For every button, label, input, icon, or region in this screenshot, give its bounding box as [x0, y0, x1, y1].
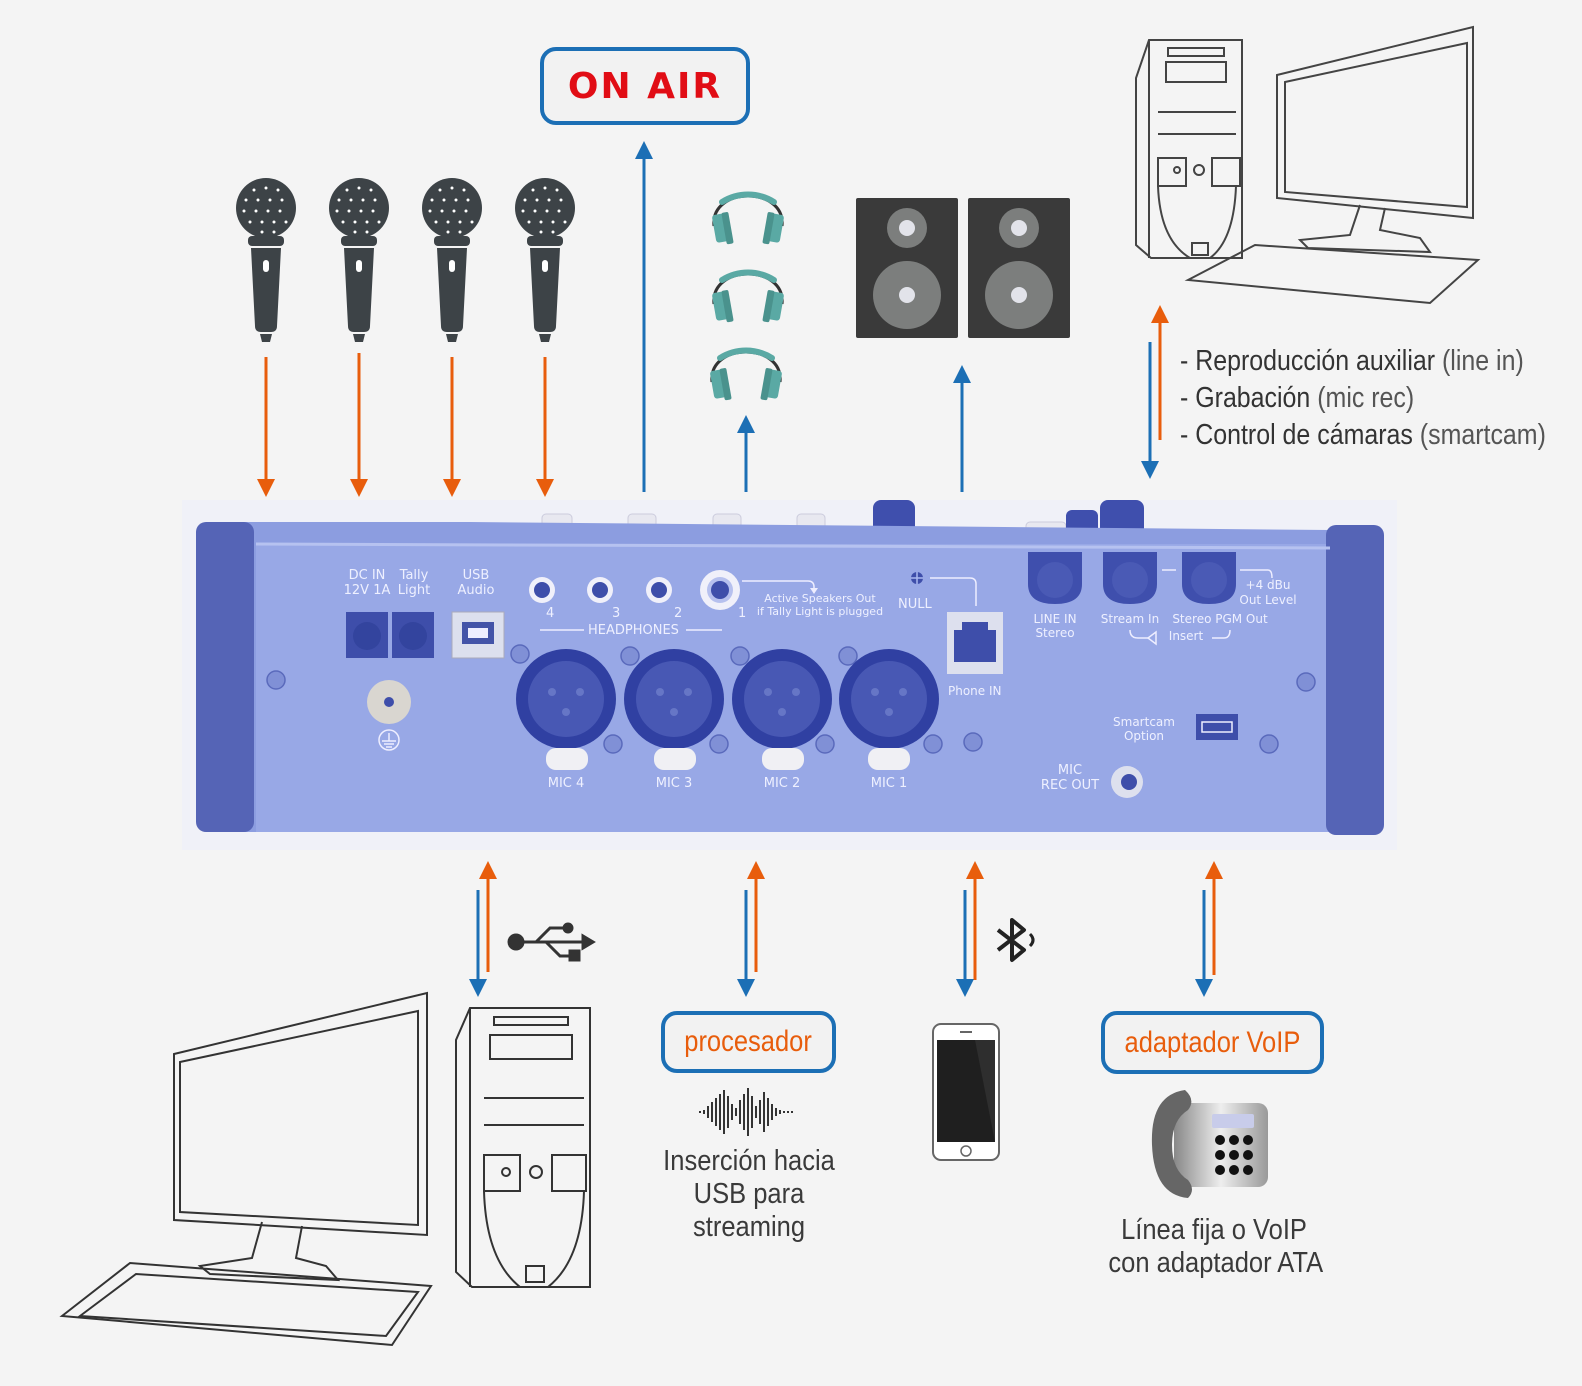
- stream-in-label: Stream In: [1100, 612, 1160, 626]
- desktop-computer-icon: [1135, 25, 1481, 305]
- phone-in-label: Phone IN: [948, 684, 1002, 698]
- hp-3-label: 3: [612, 606, 621, 621]
- waveform-icon: [699, 1088, 793, 1136]
- null-label: NULL: [898, 597, 932, 612]
- headphone-jacks[interactable]: [529, 570, 740, 610]
- mic-1-label: MIC 1: [870, 776, 908, 791]
- smartcam-port[interactable]: [1196, 714, 1238, 740]
- hp-2-label: 2: [674, 606, 683, 621]
- trs-jacks[interactable]: [1028, 552, 1236, 604]
- right-endcap: [1326, 525, 1384, 835]
- insert-label: Insert: [1168, 629, 1204, 643]
- xlr-latches[interactable]: [546, 748, 910, 770]
- computer-functions-list: - Reproducción auxiliar (line in) - Grab…: [1180, 343, 1546, 454]
- ground-icon: [378, 729, 400, 751]
- list-item: - Grabación (mic rec): [1180, 382, 1415, 414]
- onair-label: ON AIR: [567, 65, 723, 107]
- desktop-computer-icon: [59, 991, 591, 1347]
- list-item: - Reproducción auxiliar (line in): [1180, 345, 1524, 377]
- usb-icon: [507, 922, 596, 962]
- headphones-label: HEADPHONES: [588, 623, 679, 638]
- desk-phone-icon: [1151, 1090, 1268, 1198]
- list-item: - Control de cámaras (smartcam): [1180, 419, 1546, 451]
- line-in-arrows: [1141, 305, 1169, 479]
- hp-4-label: 4: [546, 606, 555, 621]
- screws: [266, 644, 1316, 754]
- smartphone-icon: [932, 1023, 1000, 1161]
- mic-2-label: MIC 2: [763, 776, 801, 791]
- bottom-arrows: [469, 861, 1223, 997]
- onair-sign: ON AIR: [540, 47, 750, 125]
- processor-label: procesador: [684, 1025, 813, 1058]
- mic-3-label: MIC 3: [655, 776, 693, 791]
- hp-1-label: 1: [738, 606, 747, 621]
- voip-adapter-box: adaptador VoIP: [1101, 1011, 1324, 1074]
- bluetooth-icon: [996, 918, 1035, 962]
- stereo-pgm-label: Stereo PGM Out: [1172, 612, 1268, 626]
- voip-label: adaptador VoIP: [1124, 1025, 1301, 1059]
- left-endcap: [196, 522, 254, 832]
- xlr-inputs[interactable]: [516, 649, 939, 749]
- mic-4-label: MIC 4: [547, 776, 585, 791]
- processor-box: procesador: [661, 1011, 836, 1073]
- mic-arrows: [257, 353, 554, 497]
